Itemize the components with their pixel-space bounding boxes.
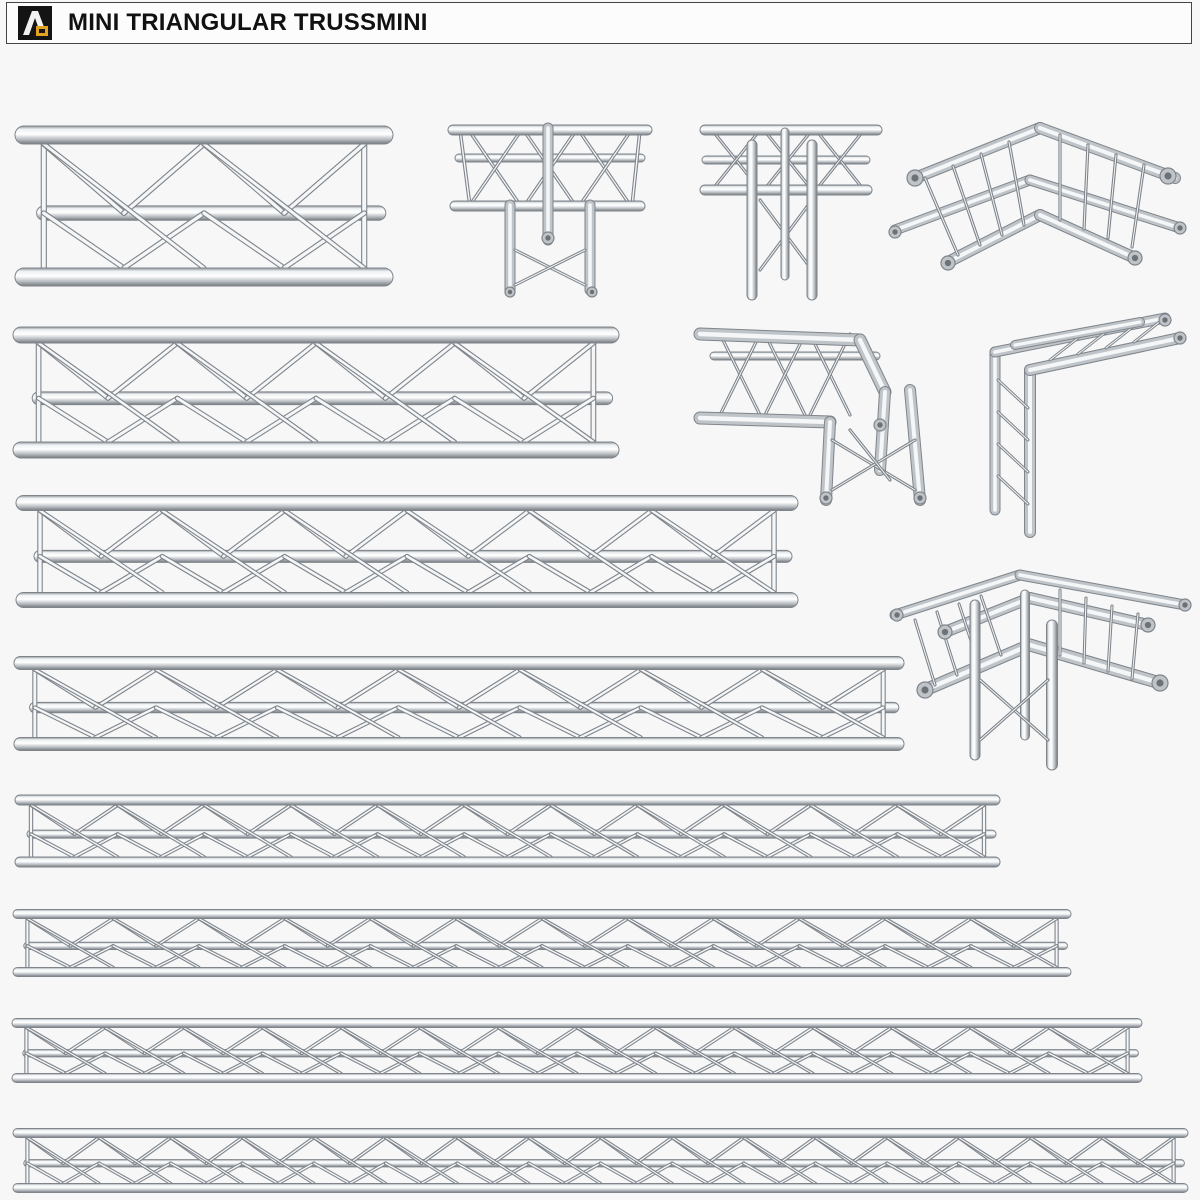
truss-straight-5 — [14, 794, 1001, 868]
truss-t-junction-vertical — [699, 124, 883, 301]
truss-straight-8 — [12, 1128, 1189, 1193]
truss-t-junction-down — [447, 122, 653, 298]
truss-corner-3way-down — [693, 327, 927, 506]
truss-straight-3 — [15, 495, 799, 608]
truss-straight-4 — [13, 656, 905, 751]
truss-corner-vertical-l — [989, 312, 1187, 538]
truss-straight-7 — [11, 1018, 1143, 1083]
truss-corner-2way-90 — [888, 122, 1187, 271]
truss-straight-1 — [14, 125, 394, 287]
page-title: MINI TRIANGULAR TRUSSMINI — [68, 9, 428, 36]
header-bar: MINI TRIANGULAR TRUSSMINI — [6, 2, 1192, 44]
truss-straight-6 — [12, 909, 1072, 977]
brand-logo-icon — [18, 6, 52, 40]
truss-corner-4way — [889, 569, 1192, 771]
truss-straight-2 — [12, 326, 620, 459]
